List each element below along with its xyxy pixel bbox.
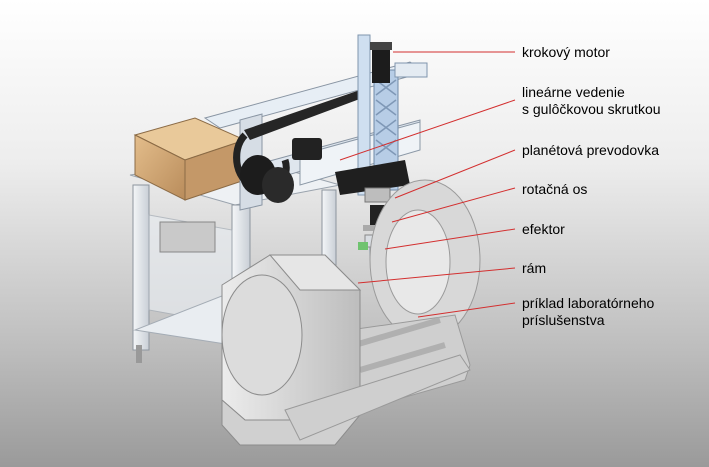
- leader-lines: [339, 51, 516, 318]
- drive-belt: [244, 90, 365, 140]
- leader-line-planetary-gearbox: [394, 149, 516, 199]
- label-lab-accessory: príklad laboratórneho príslušenstva: [522, 295, 654, 329]
- beam-motors: [240, 138, 322, 203]
- label-rotary-axis: rotačná os: [522, 181, 588, 197]
- leader-line-lab-accessory: [417, 302, 516, 318]
- label-linear-guide-line2: s gulôčkovou skrutkou: [522, 101, 661, 117]
- leader-line-frame: [357, 267, 516, 284]
- lab-accessory-part: [349, 179, 481, 411]
- label-linear-guide: lineárne vedenie s gulôčkovou skrutkou: [522, 84, 661, 118]
- label-frame: rám: [522, 260, 547, 276]
- label-linear-guide-line1: lineárne vedenie: [522, 84, 625, 100]
- leader-line-linear-guide: [339, 99, 516, 161]
- leader-line-rotary-axis: [391, 187, 516, 223]
- foreground-housing: [221, 254, 471, 446]
- label-lab-accessory-line1: príklad laboratórneho: [522, 295, 655, 311]
- label-lab-accessory-line2: príslušenstva: [522, 312, 605, 328]
- leader-line-effector: [384, 228, 516, 250]
- label-planetary-gearbox: planétová prevodovka: [522, 142, 659, 158]
- label-effector: efektor: [522, 221, 565, 237]
- label-stepper-motor: krokový motor: [522, 44, 610, 60]
- stepper-motor-part: [370, 42, 392, 83]
